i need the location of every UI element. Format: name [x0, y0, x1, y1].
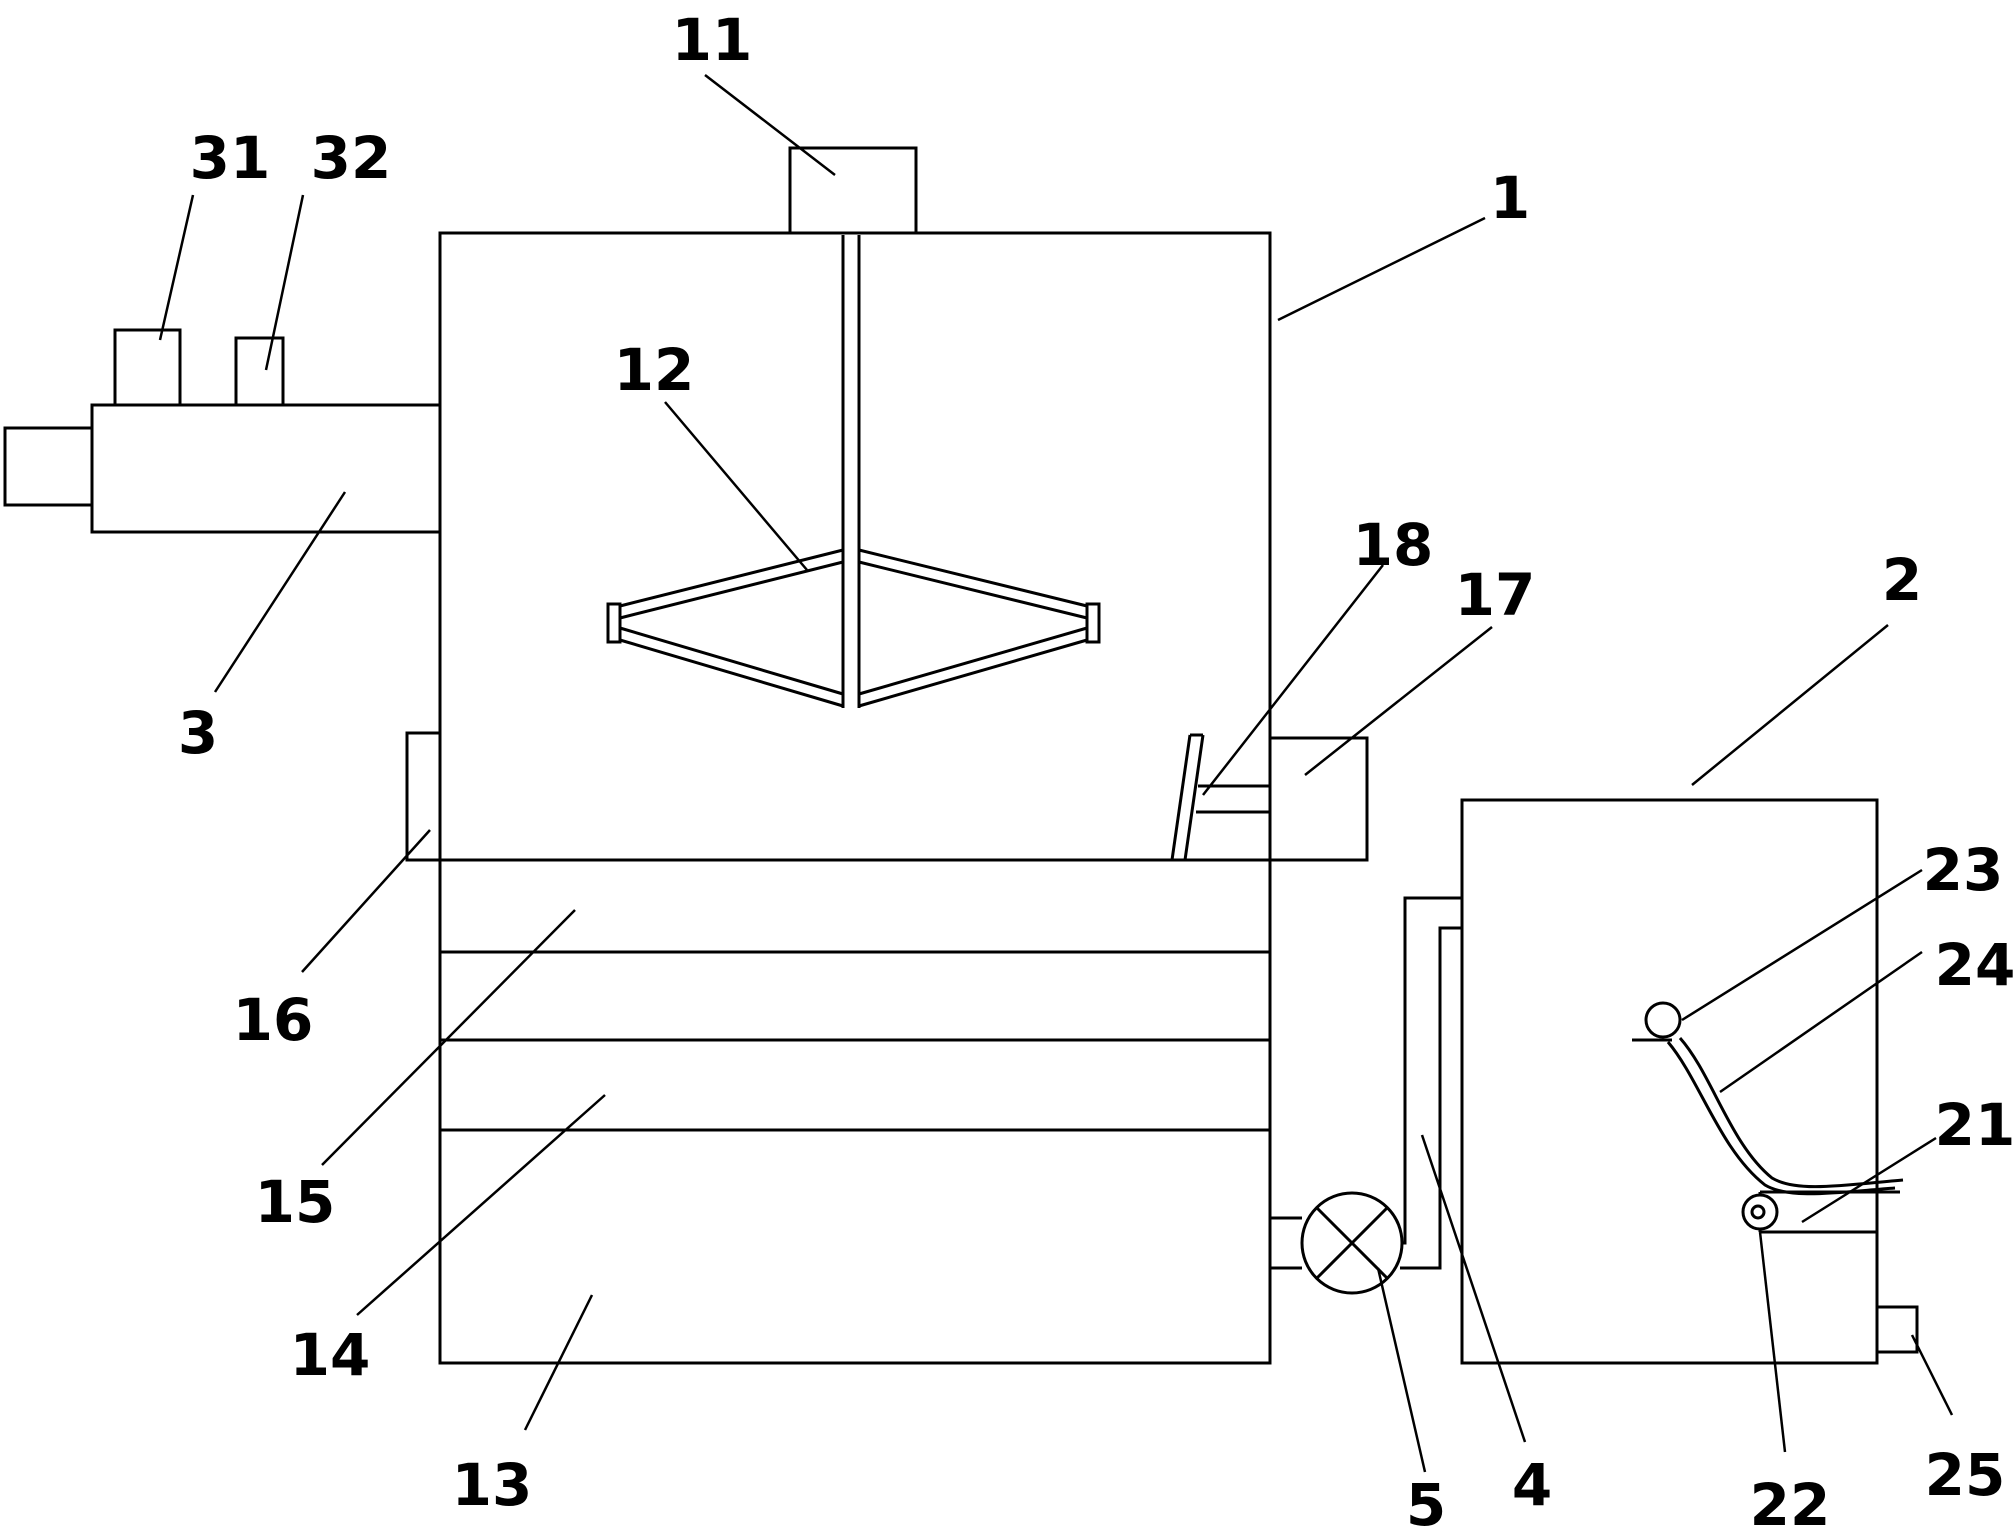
label-25: 25 [1925, 1441, 2006, 1509]
label-24: 24 [1935, 931, 2014, 999]
label-16: 16 [233, 986, 314, 1054]
motor-11 [788, 146, 918, 235]
label-14: 14 [290, 1321, 371, 1389]
label-2: 2 [1882, 546, 1922, 614]
main-tank [438, 231, 1272, 1365]
label-4: 4 [1512, 1451, 1552, 1519]
label-3: 3 [178, 699, 218, 767]
label-23: 23 [1923, 836, 2004, 904]
tank-body [438, 231, 1272, 1365]
label-11: 11 [672, 6, 753, 74]
secondary-tank-2 [1460, 798, 1919, 1365]
feed-pipe [90, 403, 442, 534]
valve-5 [1300, 1191, 1404, 1295]
label-13: 13 [452, 1451, 533, 1519]
drain-25 [1875, 1305, 1919, 1354]
reference-labels: 11 1 12 31 32 3 18 17 2 16 15 14 13 5 4 … [178, 6, 2014, 1528]
label-21: 21 [1935, 1091, 2014, 1159]
label-1: 1 [1490, 164, 1530, 232]
label-18: 18 [1353, 511, 1434, 579]
label-12: 12 [614, 336, 695, 404]
pivot-22 [1741, 1193, 1779, 1231]
secondary-tank-body [1460, 798, 1879, 1365]
stirring-shaft [841, 235, 861, 708]
leader-lines [158, 74, 1954, 1473]
label-22: 22 [1750, 1471, 1831, 1528]
label-5: 5 [1406, 1471, 1446, 1528]
feed-pipe-3 [3, 328, 442, 534]
label-15: 15 [255, 1168, 336, 1236]
float-ball-23 [1644, 1001, 1682, 1039]
outlet-box-17 [1268, 736, 1369, 862]
nozzle-32 [234, 336, 285, 407]
stirring-blades-12 [606, 548, 1101, 708]
label-32: 32 [311, 124, 392, 192]
label-31: 31 [190, 124, 271, 192]
bracket-16 [405, 731, 442, 862]
label-17: 17 [1455, 561, 1536, 629]
nozzle-31 [113, 328, 182, 407]
feed-pipe-end [3, 426, 94, 507]
